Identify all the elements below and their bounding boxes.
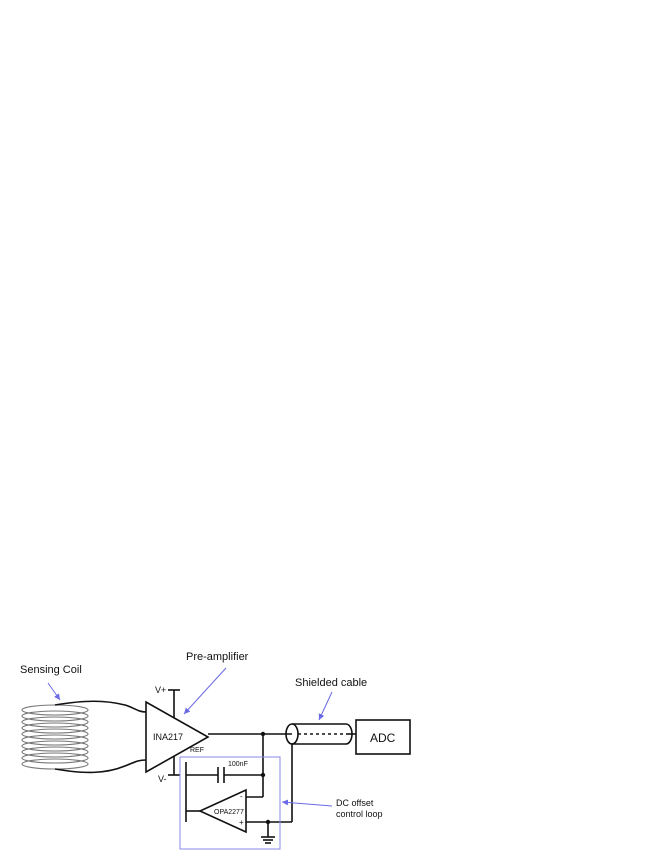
preamp-ina217 <box>145 689 210 822</box>
pre-amplifier-label: Pre-amplifier <box>186 651 249 663</box>
ground-icon <box>261 822 275 844</box>
shielded-cable <box>285 723 356 822</box>
adc-box <box>355 719 411 755</box>
opamp-part-label: OPA2277 <box>214 809 244 816</box>
sensing-coil-arrow <box>47 682 61 701</box>
opamp-opa2277 <box>186 788 292 834</box>
feedback-capacitor <box>186 767 263 783</box>
capacitor-label: 100nF <box>228 761 248 768</box>
ref-pin-label: REF <box>190 747 204 754</box>
dc-offset-label-line2: control loop <box>336 809 383 819</box>
shielded-cable-arrow <box>318 691 333 721</box>
dc-offset-loop-box <box>179 756 281 850</box>
vplus-label: V+ <box>155 685 166 695</box>
amp-part-label: INA217 <box>153 732 183 742</box>
shielded-cable-label: Shielded cable <box>295 677 367 689</box>
output-wiring <box>208 731 292 797</box>
dc-offset-arrow <box>281 799 333 807</box>
preamp-arrow <box>183 667 227 715</box>
sensing-coil-label: Sensing Coil <box>20 664 82 676</box>
opamp-plus-label: + <box>239 818 244 827</box>
vminus-label: V- <box>158 774 167 784</box>
opamp-minus-label: - <box>240 792 243 801</box>
dc-offset-label-line1: DC offset <box>336 798 374 808</box>
adc-label: ADC <box>370 731 396 745</box>
sensing-coil <box>21 700 147 774</box>
